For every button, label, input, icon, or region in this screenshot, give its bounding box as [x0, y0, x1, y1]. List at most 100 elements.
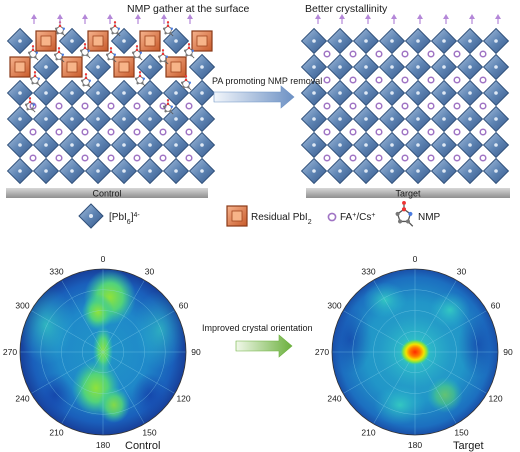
- cation-site: [349, 50, 357, 58]
- angle-label-180: 180: [408, 440, 422, 450]
- pbi6-octahedron: [32, 131, 60, 159]
- cation-site: [185, 154, 193, 162]
- nmp-escape-arrow: [391, 14, 397, 24]
- nmp-arrows-left: [31, 14, 193, 24]
- pbi6-octahedron: [482, 53, 510, 81]
- angle-label-240: 240: [327, 394, 341, 404]
- process-arrow-label: PA promoting NMP removal: [212, 76, 322, 86]
- pbi6-octahedron: [110, 79, 138, 107]
- pbi6-octahedron: [482, 157, 510, 185]
- pbi6-octahedron: [326, 79, 354, 107]
- cation-site: [323, 76, 331, 84]
- lattice-control: [6, 21, 216, 185]
- pbi6-octahedron: [58, 27, 86, 55]
- cation-site: [427, 102, 435, 110]
- pbi6-octahedron: [326, 53, 354, 81]
- residual-pbi2: [139, 30, 161, 52]
- title-better-crystallinity: Better crystallinity: [305, 3, 388, 15]
- cation-site: [401, 50, 409, 58]
- pbi6-octahedron: [326, 157, 354, 185]
- nmp-escape-arrow: [107, 14, 113, 24]
- substrate-label-control: Control: [92, 189, 121, 199]
- legend-nmp-label: NMP: [418, 212, 441, 223]
- cation-site: [133, 154, 141, 162]
- cation-site: [427, 50, 435, 58]
- nmp-escape-arrow: [365, 14, 371, 24]
- angle-label-120: 120: [488, 394, 502, 404]
- angle-label-210: 210: [49, 428, 63, 438]
- pbi6-octahedron: [456, 105, 484, 133]
- process-arrow: [213, 85, 295, 109]
- cation-site: [349, 154, 357, 162]
- angle-label-60: 60: [179, 301, 189, 311]
- pbi6-octahedron: [188, 105, 216, 133]
- nmp-molecule: [80, 73, 92, 89]
- cation-site: [401, 76, 409, 84]
- cation-site: [401, 128, 409, 136]
- cation-site: [375, 102, 383, 110]
- pbi6-octahedron: [110, 157, 138, 185]
- nmp-molecule: [24, 97, 36, 113]
- residual-pbi2: [191, 30, 213, 52]
- pbi6-octahedron: [352, 79, 380, 107]
- cation-site: [133, 128, 141, 136]
- pbi6-octahedron: [110, 27, 138, 55]
- nmp-escape-arrow: [417, 14, 423, 24]
- residual-pbi2: [35, 30, 57, 52]
- angle-label-180: 180: [96, 440, 110, 450]
- cation-site: [453, 128, 461, 136]
- pbi6-octahedron: [84, 105, 112, 133]
- pole-caption-target: Target: [453, 440, 484, 452]
- cation-site: [479, 154, 487, 162]
- legend-octahedron-icon: [78, 203, 104, 229]
- pbi6-octahedron: [84, 79, 112, 107]
- cation-site: [81, 154, 89, 162]
- cation-site: [453, 154, 461, 162]
- cation-site: [479, 50, 487, 58]
- cation-site: [323, 102, 331, 110]
- cation-site: [81, 128, 89, 136]
- pbi6-octahedron: [352, 27, 380, 55]
- pbi6-octahedron: [84, 157, 112, 185]
- pbi6-octahedron: [378, 27, 406, 55]
- cation-site: [375, 76, 383, 84]
- pbi6-octahedron: [456, 157, 484, 185]
- cation-site: [349, 102, 357, 110]
- cation-site: [55, 128, 63, 136]
- cation-site: [55, 102, 63, 110]
- nmp-escape-arrow: [315, 14, 321, 24]
- pbi6-octahedron: [404, 27, 432, 55]
- pbi6-octahedron: [352, 105, 380, 133]
- angle-label-0: 0: [101, 254, 106, 264]
- pbi6-octahedron: [456, 79, 484, 107]
- orientation-arrow: [235, 334, 293, 358]
- pbi6-octahedron: [378, 157, 406, 185]
- nmp-escape-arrow: [339, 14, 345, 24]
- cation-site: [453, 50, 461, 58]
- nmp-escape-arrow: [443, 14, 449, 24]
- nmp-escape-arrow: [495, 14, 501, 24]
- pbi6-octahedron: [430, 79, 458, 107]
- pbi6-octahedron: [404, 105, 432, 133]
- nmp-molecule: [53, 47, 65, 63]
- pbi6-octahedron: [430, 27, 458, 55]
- pbi6-octahedron: [456, 53, 484, 81]
- pbi6-octahedron: [352, 157, 380, 185]
- pbi6-octahedron: [326, 131, 354, 159]
- pbi6-octahedron: [162, 27, 190, 55]
- cation-site: [323, 50, 331, 58]
- angle-label-0: 0: [413, 254, 418, 264]
- pbi6-octahedron: [32, 157, 60, 185]
- pbi6-octahedron: [6, 105, 34, 133]
- pbi6-octahedron: [136, 53, 164, 81]
- angle-label-270: 270: [3, 347, 17, 357]
- pbi6-octahedron: [162, 157, 190, 185]
- pbi6-octahedron: [352, 131, 380, 159]
- angle-label-330: 330: [361, 266, 375, 276]
- pbi6-octahedron: [188, 131, 216, 159]
- pbi6-octahedron: [136, 157, 164, 185]
- pbi6-octahedron: [84, 53, 112, 81]
- pbi6-octahedron: [404, 157, 432, 185]
- pbi6-octahedron: [300, 105, 328, 133]
- pole-figure-control: [19, 268, 187, 436]
